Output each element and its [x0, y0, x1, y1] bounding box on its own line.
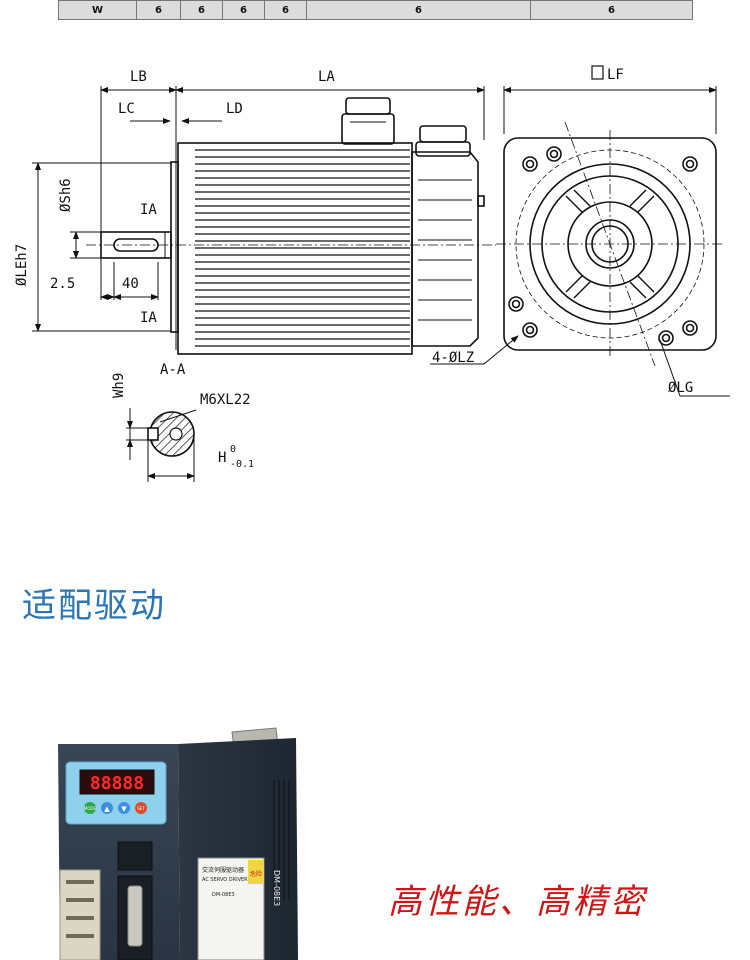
dim-h-lower-tol: -0.1 — [230, 459, 254, 470]
section-title: 适配驱动 — [22, 586, 166, 626]
dim-lc-label: LC — [118, 101, 135, 117]
dim-w-label: Wh9 — [111, 373, 127, 398]
dim-lb-label: LB — [130, 69, 147, 85]
motor-dimension-drawing: LB LA LC LD ØLEh7 ØSh6 IA IA 2.5 40 A-A … — [14, 65, 730, 482]
dim-s-label: ØSh6 — [58, 178, 74, 212]
square-symbol — [591, 65, 604, 80]
front-view — [496, 121, 724, 367]
section-mark-ia-top: IA — [140, 202, 157, 218]
table-cell: 6 — [306, 0, 531, 20]
driver-side-label: DM-08E3 — [272, 870, 281, 906]
table-cell: W — [58, 0, 137, 20]
driver-label-title: 交流伺服驱动器 — [202, 866, 244, 874]
driver-label-model: DM-08E3 — [212, 892, 235, 898]
dim-lg-label: ØLG — [668, 380, 693, 396]
driver-warning: 危险 — [250, 870, 262, 878]
dim-2-5-label: 2.5 — [50, 276, 75, 292]
section-aa-label: A-A — [160, 362, 186, 378]
table-cell: 6 — [264, 0, 307, 20]
dim-la-label: LA — [318, 69, 335, 85]
driver-label-subtitle: AC SERVO DRIVER — [202, 877, 248, 883]
slogan: 高性能、高精密 — [388, 882, 647, 922]
button-mode-label: MODE — [84, 806, 97, 811]
dim-le-label: ØLEh7 — [14, 244, 30, 286]
section-mark-ia-bottom: IA — [140, 310, 157, 326]
table-row: W 6 6 6 6 6 6 — [58, 0, 693, 20]
button-up-label: ▲ — [104, 805, 110, 813]
dim-ld-label: LD — [226, 101, 243, 117]
button-down-label: ▼ — [121, 805, 127, 813]
shaft-section — [147, 409, 197, 457]
button-set-label: SET — [137, 806, 145, 811]
led-display: 88888 — [90, 773, 144, 794]
servo-driver-image: 88888 MODE ▲ ▼ SET 交流伺服驱动器 AC SERVO DRIV… — [58, 727, 298, 960]
table-cell: 6 — [136, 0, 181, 20]
table-cell: 6 — [530, 0, 693, 20]
spec-table: W 6 6 6 6 6 6 — [58, 0, 693, 20]
dim-lf-label: LF — [607, 67, 624, 83]
thread-label: M6XL22 — [200, 392, 251, 408]
dim-h-upper-tol: 0 — [230, 444, 236, 455]
side-view — [86, 86, 496, 355]
table-cell: 6 — [222, 0, 265, 20]
table-cell: 6 — [180, 0, 223, 20]
dim-lz-label: 4-ØLZ — [432, 350, 474, 366]
dim-40-label: 40 — [122, 276, 139, 292]
dim-h-label: H — [218, 450, 226, 466]
